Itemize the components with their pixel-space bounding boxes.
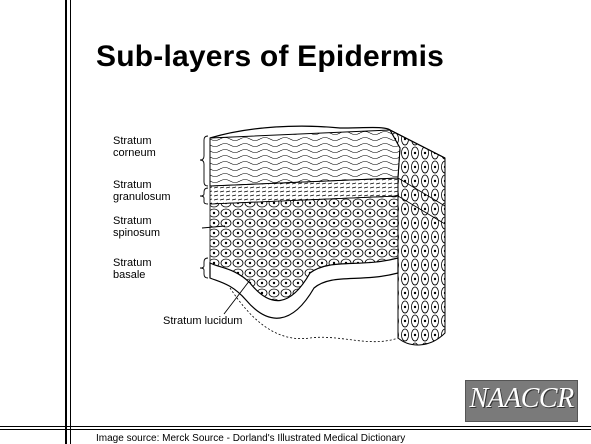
label-stratum-granulosum: Stratum granulosum xyxy=(113,179,193,203)
slide-title: Sub-layers of Epidermis xyxy=(96,40,444,74)
image-source-caption: Image source: Merck Source - Dorland's I… xyxy=(96,433,405,444)
left-rule-inner xyxy=(70,0,71,444)
label-stratum-lucidum: Stratum lucidum xyxy=(163,315,283,327)
corneum-layer xyxy=(210,130,400,186)
label-stratum-basale: Stratum basale xyxy=(113,257,193,281)
naaccr-logo: NAACCR xyxy=(465,380,578,422)
bottom-rule-inner xyxy=(0,429,591,430)
bottom-rule xyxy=(0,426,591,427)
label-stratum-corneum: Stratum corneum xyxy=(113,135,193,159)
left-rule xyxy=(65,0,67,444)
label-stratum-spinosum: Stratum spinosum xyxy=(113,215,193,239)
